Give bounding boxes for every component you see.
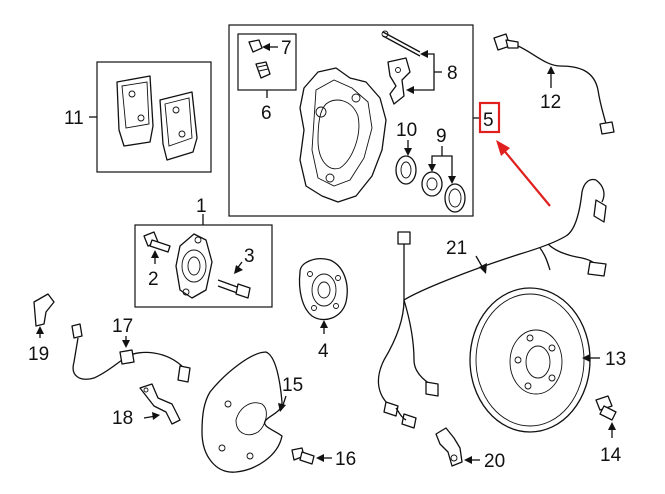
callout-21: 21 [446,238,467,259]
arrow-19 [36,326,44,334]
arrow-18 [152,412,160,420]
brake-rotor[interactable]: 13 [469,287,626,433]
callout-9: 9 [436,126,447,147]
hub-bolt-group[interactable]: 1 2 3 [134,196,273,308]
arrow-7 [262,43,270,51]
callout-5: 5 [483,110,494,131]
brake-caliper[interactable] [299,67,387,203]
callout-16: 16 [335,449,356,470]
callout-4: 4 [318,341,329,362]
arrow-15 [278,403,286,412]
splash-shield[interactable]: 15 [201,351,303,473]
callout-6: 6 [261,103,272,124]
arrow-8a [420,50,428,58]
arrow-16 [316,454,324,462]
callout-3: 3 [244,246,255,267]
pad-wear-sensor[interactable]: 12 [493,33,615,135]
bolt-2[interactable] [143,231,171,253]
leader-8-bracket [408,53,435,91]
caliper-piston[interactable] [421,171,443,197]
arrow-12 [547,66,555,74]
wheel-hub[interactable]: 4 [298,258,348,362]
callout-17: 17 [112,316,133,337]
wheel-speed-sensor[interactable]: 20 [435,427,505,472]
callout-12: 12 [540,92,561,113]
knuckle-plate[interactable] [175,233,213,299]
callout-10: 10 [396,120,417,141]
bleeder-screw[interactable] [255,61,271,79]
callout-11: 11 [64,108,84,129]
callout-19: 19 [28,344,49,365]
arrow-9a [428,164,436,172]
caliper-assembly-group[interactable]: 7 6 8 [228,24,501,217]
callout-8: 8 [447,63,458,84]
brake-pads-group[interactable]: 11 [64,61,212,173]
callout-13: 13 [605,349,626,370]
arrow-3 [234,265,243,274]
callout-7: 7 [281,38,292,59]
arrow-13 [582,354,590,362]
callout-15: 15 [282,375,303,396]
piston-boot[interactable] [444,183,466,213]
arrow-17 [122,340,130,348]
arrow-20 [464,456,472,464]
arrow-2 [151,250,159,258]
highlight-arrow [496,140,551,207]
piston-seal[interactable] [395,155,417,185]
retaining-clip[interactable] [387,57,411,105]
callout-1: 1 [196,196,207,217]
hose-bracket[interactable]: 18 [112,383,181,429]
caliper-assembly-box [228,24,474,217]
brake-pad-left[interactable] [116,75,154,147]
bracket-19[interactable]: 19 [28,293,55,365]
arrow-14 [608,422,616,430]
brake-pad-right[interactable] [159,91,198,161]
shield-bolt[interactable]: 16 [291,447,356,470]
arrow-10 [404,148,412,156]
arrow-21 [479,263,487,274]
callout-20: 20 [484,451,505,472]
abs-wire-harness[interactable]: 21 [377,178,607,429]
callout-14: 14 [600,445,622,466]
callout-5-highlight [478,101,501,134]
arrow-9b [448,176,456,184]
arrow-8b [406,86,414,94]
arrow-4 [320,320,328,328]
bolt-3[interactable] [217,279,251,299]
callout-2: 2 [148,269,159,290]
callout-18: 18 [112,408,133,429]
guide-pin[interactable] [381,30,421,57]
bleeder-cap[interactable] [248,39,263,53]
rotor-screw[interactable]: 14 [595,395,622,466]
brake-hose[interactable]: 17 [71,316,191,383]
